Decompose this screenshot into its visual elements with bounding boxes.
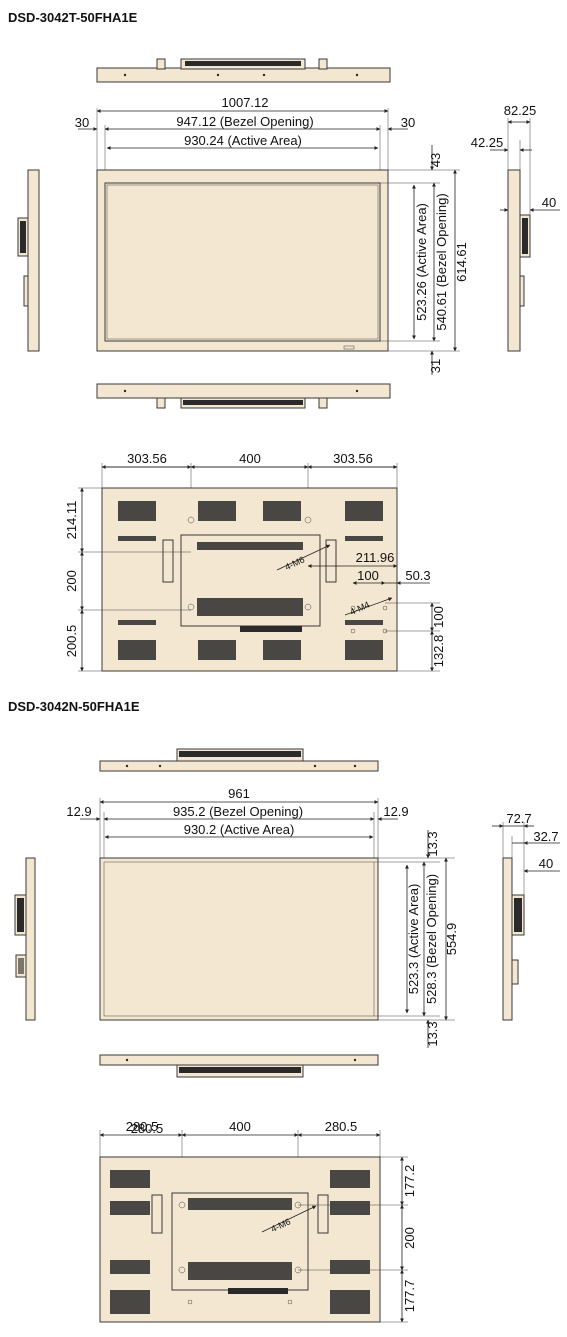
m1-active-height: 523.26 (Active Area)	[414, 203, 429, 321]
m1-side-depth: 82.25	[504, 103, 537, 118]
m1-rear-top-left: 303.56	[127, 451, 167, 466]
m1-side-left: 30	[75, 115, 89, 130]
model-1-front-vertical-dimensions: 43 31 523.26 (Active Area) 540.61 (Bezel…	[412, 145, 469, 375]
m2-rear-right-top: 177.2	[402, 1165, 417, 1198]
m2-active-height: 523.3 (Active Area)	[406, 884, 421, 995]
m1-side-offset: 40	[542, 195, 556, 210]
m1-rear-top-mid: 400	[239, 451, 261, 466]
model-1-right-side-view: 82.25 42.25 40	[471, 103, 560, 352]
m1-aux-height: 100	[431, 606, 446, 628]
model-2-front-view	[99, 857, 455, 1021]
m1-rear-left-top: 214.11	[64, 501, 79, 540]
m2-bezel-opening: 935.2 (Bezel Opening)	[173, 804, 303, 819]
m2-side-depth-front: 32.7	[533, 829, 558, 844]
model-2-top-view	[99, 748, 379, 772]
m1-aux-offset: 50.3	[405, 568, 430, 583]
model-2-title: DSD-3042N-50FHA1E	[8, 699, 140, 714]
m1-side-depth-front: 42.25	[471, 135, 504, 150]
m1-rear-left-mid: 200	[64, 570, 79, 592]
m2-rear-top-right: 280.5	[325, 1119, 358, 1134]
model-1-front-dimensions: 1007.12 30 947.12 (Bezel Opening) 30 930…	[75, 95, 415, 180]
m1-rear-left-bot: 200.5	[64, 625, 79, 658]
model-1-rear-view	[101, 487, 398, 672]
m1-inner-width: 211.96	[356, 550, 395, 565]
model-1-top-view	[96, 58, 391, 83]
model-1-front-view	[96, 169, 460, 352]
m1-side-right: 30	[401, 115, 415, 130]
m1-total-height: 614.61	[454, 242, 469, 282]
m2-active-area: 930.2 (Active Area)	[184, 822, 295, 837]
model-2-rear-side-dimensions: 177.2 200 177.7 4-M6	[261, 1156, 417, 1323]
m2-side-depth: 72.7	[506, 811, 531, 826]
m2-top-margin: 13.3	[425, 831, 440, 856]
m2-side-offset: 40	[539, 856, 553, 871]
model-1-title: DSD-3042T-50FHA1E	[8, 10, 138, 25]
m1-top-margin: 43	[428, 153, 443, 167]
model-2-rear-view	[99, 1156, 381, 1323]
m2-bezel-height: 528.3 (Bezel Opening)	[424, 874, 439, 1004]
m1-aux-width: 100	[357, 568, 379, 583]
model-2-bottom-view	[99, 1054, 379, 1078]
m2-rear-top-mid: 400	[229, 1119, 251, 1134]
model-2-front-dimensions: 961 12.9 935.2 (Bezel Opening) 12.9 930.…	[66, 786, 409, 858]
m1-bezel-height: 540.61 (Bezel Opening)	[434, 193, 449, 330]
m1-active-area: 930.24 (Active Area)	[184, 133, 302, 148]
model-2-right-side-view: 72.7 32.7 40	[492, 811, 560, 1021]
model-2-rear-top-dimensions: 280.5 280.5 400 280.5	[99, 1119, 381, 1205]
m2-rear-top-left: 280.5	[126, 1119, 159, 1134]
m2-rear-top-left-overlap: 280.5	[131, 1121, 164, 1136]
model-1-rear-side-dimensions: 214.11 200 200.5 4-M6 211.96 100 50.3 4-…	[64, 487, 446, 672]
m2-total-height: 554.9	[444, 923, 459, 956]
m2-rear-right-bot: 177.7	[402, 1280, 417, 1313]
model-1-rear-top-dimensions: 303.56 400 303.56	[101, 451, 398, 520]
model-1-bottom-view	[96, 383, 391, 409]
m2-rear-right-mid: 200	[402, 1227, 417, 1249]
m1-total-width: 1007.12	[222, 95, 269, 110]
model-2-left-side-view	[14, 857, 36, 1021]
model-2-front-vertical-dimensions: 13.3 13.3 523.3 (Active Area) 528.3 (Bez…	[405, 830, 459, 1048]
m2-bottom-margin: 13.3	[425, 1021, 440, 1046]
m2-side-left: 12.9	[66, 804, 91, 819]
m1-bezel-opening: 947.12 (Bezel Opening)	[176, 114, 313, 129]
m2-side-right: 12.9	[383, 804, 408, 819]
model-1-left-side-view	[17, 169, 40, 352]
m2-total-width: 961	[228, 786, 250, 801]
m1-aux-bottom: 132.8	[431, 635, 446, 668]
m1-bottom-margin: 31	[428, 359, 443, 373]
m1-rear-top-right: 303.56	[333, 451, 373, 466]
